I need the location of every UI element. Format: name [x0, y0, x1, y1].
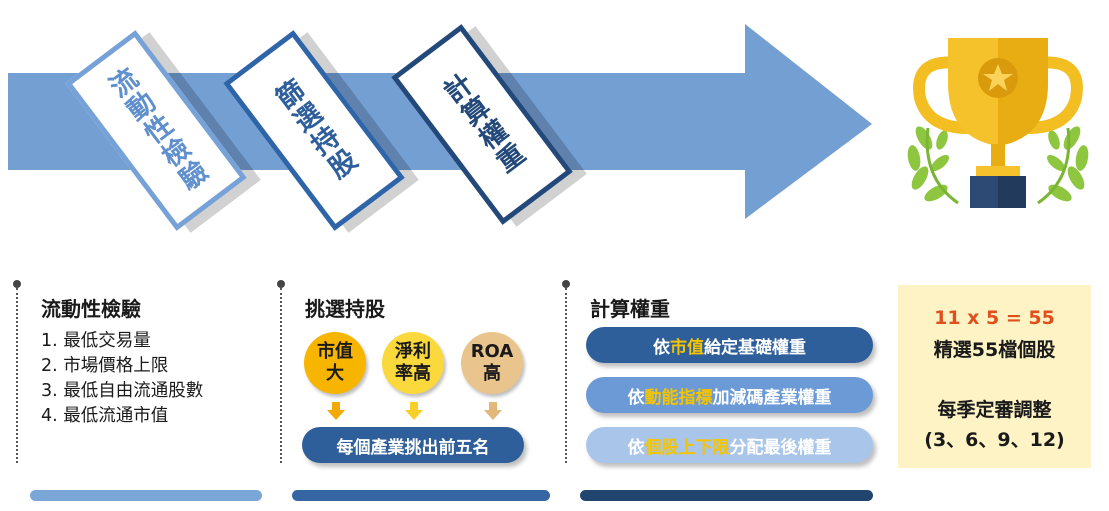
result-box: 11 x 5 = 55 精選55檔個股 每季定審調整 (3、6、9、12) [898, 285, 1091, 468]
result-formula: 11 x 5 = 55 [934, 307, 1055, 329]
criterion-net-margin: 淨利率高 [382, 332, 444, 394]
timeline-dot [277, 280, 285, 288]
arrow-down-icon [484, 402, 502, 420]
bottom-bar-weighting [580, 490, 873, 501]
trophy-icon [907, 38, 1089, 208]
rule-suffix: 分配最後權重 [729, 437, 832, 458]
result-months: (3、6、9、12) [924, 429, 1065, 451]
timeline-dot [562, 280, 570, 288]
dotted-divider [565, 288, 567, 463]
criterion-line: 高 [483, 363, 501, 384]
weight-rule-market-cap: 依市值給定基礎權重 [586, 327, 873, 363]
rule-prefix: 依 [627, 387, 645, 408]
list-item: 1. 最低交易量 [41, 331, 151, 351]
column-title-selection: 挑選持股 [305, 297, 385, 321]
rule-highlight: 市值 [670, 337, 704, 358]
rule-prefix: 依 [653, 337, 670, 358]
result-picked: 精選55檔個股 [933, 339, 1056, 361]
rule-highlight: 個股上下限 [644, 437, 730, 458]
rule-highlight: 動能指標 [644, 387, 713, 408]
bottom-bar-liquidity [30, 490, 262, 501]
criterion-line: 市值 [317, 341, 353, 362]
liquidity-criteria-list: 1. 最低交易量 2. 市場價格上限 3. 最低自由流通股數 4. 最低流通市值 [41, 329, 203, 429]
column-title-liquidity: 流動性檢驗 [41, 297, 141, 321]
arrow-down-icon [327, 402, 345, 420]
bottom-bar-selection [292, 490, 550, 501]
list-item: 2. 市場價格上限 [41, 356, 169, 376]
timeline-dot [13, 280, 21, 288]
dotted-divider [280, 288, 282, 463]
column-title-weighting: 計算權重 [590, 297, 670, 321]
result-review: 每季定審調整 [937, 399, 1052, 421]
dotted-divider [16, 288, 18, 463]
criterion-market-cap: 市值大 [304, 332, 366, 394]
arrow-down-icon [405, 402, 423, 420]
criterion-line: 大 [326, 363, 344, 384]
rule-suffix: 加減碼產業權重 [712, 387, 832, 408]
criterion-line: ROA [470, 341, 514, 362]
list-item: 3. 最低自由流通股數 [41, 381, 204, 401]
top-five-per-industry: 每個產業挑出前五名 [302, 427, 524, 463]
weight-rule-stock-limits: 依個股上下限分配最後權重 [586, 427, 873, 463]
criterion-line: 淨利 [395, 341, 431, 362]
rule-suffix: 給定基礎權重 [704, 337, 806, 358]
criterion-line: 率高 [395, 363, 431, 384]
list-item: 4. 最低流通市值 [41, 406, 169, 426]
weight-rule-momentum: 依動能指標加減碼產業權重 [586, 377, 873, 413]
rule-prefix: 依 [627, 437, 645, 458]
